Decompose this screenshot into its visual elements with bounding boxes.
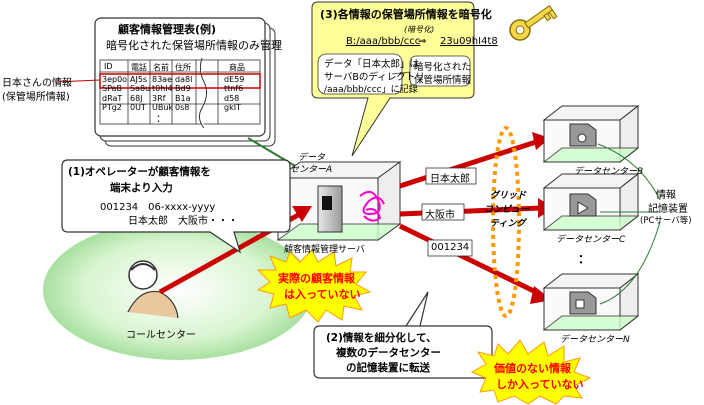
table-ellipsis: ：: [156, 114, 166, 125]
operator-title-line1: (1)オペレーターが顧客情報を: [68, 166, 211, 178]
table-cell: UBuk: [152, 103, 174, 112]
operator-title-line2: 端末より入力: [110, 182, 173, 194]
starburst-n-line2: しか入っていない: [496, 378, 584, 391]
data-center-n-label: データセンターN: [560, 335, 630, 345]
data-center-c-box: [542, 172, 640, 232]
hash-scribble-icon: [359, 190, 385, 222]
table-cell: 83ae: [152, 75, 173, 84]
table-subtitle: 暗号化された保管場所情報のみ管理: [106, 39, 282, 52]
key-icon: [509, 5, 558, 41]
table-cell: B1a: [175, 94, 191, 103]
grid-ring: [491, 126, 521, 318]
encrypt-path: B:/aaa/bbb/ccc: [346, 36, 421, 47]
fragment-box-1: [425, 167, 477, 185]
table-cell: 0s8: [175, 103, 190, 112]
data-center-a-label-line1: データ: [298, 153, 326, 163]
starburst-a: [256, 249, 372, 323]
server-label: 顧客情報管理サーバ: [284, 245, 365, 255]
starburst-n: [470, 339, 592, 405]
table-cell: d58: [224, 94, 240, 103]
left-annotation-line2: (保管場所情報): [2, 92, 70, 103]
data-center-dots: ：: [578, 252, 591, 266]
encrypt-box-right-line2: 保管場所情報: [414, 75, 472, 86]
encrypt-box-right: [409, 55, 471, 87]
encrypt-arrow: ⇒: [418, 36, 427, 47]
table-cell: 0UT: [130, 103, 146, 112]
grid-label-line1: グリッド: [490, 191, 527, 201]
table-cell: SPaB: [102, 84, 122, 93]
table-title: 顧客情報管理表(例): [118, 23, 217, 36]
fragment-2: 大阪市: [425, 210, 455, 221]
data-center-b-box: [542, 104, 640, 164]
table-cell: da8l: [175, 75, 193, 84]
data-center-n-box: [542, 272, 640, 332]
storage-leader-lines: [597, 143, 661, 305]
encrypt-note: (暗号化): [404, 25, 435, 34]
operator-data-line2: 日本太郎 大阪市・・・: [128, 216, 238, 227]
encrypt-box-left-line1: データ「日本太郎」は: [324, 59, 420, 70]
transfer-line3: の記憶装置に転送: [346, 362, 430, 374]
table-header-product: 商品: [229, 63, 245, 72]
table-cell: AJ5s: [130, 75, 148, 84]
server-icon: [317, 185, 343, 233]
transfer-line2: 複数のデータセンター: [336, 347, 441, 359]
call-center-halo: [43, 220, 313, 360]
table-cell: Sa8u: [130, 84, 151, 93]
operator-data-line1: 001234 06-xxxx-yyyy: [100, 202, 216, 213]
grid-label-line3: ティング: [490, 219, 526, 229]
data-center-a-label-line2: センターA: [290, 165, 333, 175]
table-header-id: ID: [104, 62, 113, 71]
encrypt-box-left-line2: サーバBのディレクトリ: [324, 72, 425, 83]
table-cell: ttnf6: [224, 84, 244, 93]
table-row-highlight: [99, 73, 261, 89]
fragment-1: 日本太郎: [430, 174, 470, 185]
operator-callout-shape: [61, 159, 291, 254]
data-center-c-label: データセンターC: [556, 235, 626, 245]
fragment-box-3: [427, 239, 473, 257]
table-header-phone: 電話: [131, 63, 147, 72]
table-cell: 68J: [130, 94, 143, 103]
fragment-3: 001234: [431, 242, 470, 253]
arrow-to-dc-n: [398, 223, 542, 297]
transfer-line1: (2)情報を細分化して、: [326, 332, 437, 344]
table-cell: PTg2: [102, 103, 122, 112]
table-grid: [99, 59, 261, 125]
table-break-wave: [198, 57, 208, 129]
starburst-n-line1: 価値のない情報: [494, 362, 571, 375]
table-callout-frame: [94, 17, 266, 137]
grid-label-line2: コンピュー: [484, 205, 530, 215]
encrypt-cipher: 23u09hI4t8: [440, 36, 498, 47]
storage-label-line1: 情報: [656, 190, 676, 201]
table-cell: t0hI4: [152, 84, 173, 93]
storage-label-line2: 記憶装置: [648, 204, 688, 215]
table-cell: Bd9: [175, 84, 191, 93]
fragment-box-2: [421, 203, 465, 221]
encrypt-title: (3)各情報の保管場所情報を暗号化: [320, 8, 492, 21]
table-cell: 3ep0o: [102, 75, 128, 84]
highlight-leader-line: [54, 79, 101, 83]
table-cell: dE59: [224, 75, 245, 84]
left-annotation-line1: 日本さんの情報: [2, 78, 72, 89]
table-cell: dRaT: [102, 94, 123, 103]
storage-label-line3: (PCサーバ等): [640, 216, 692, 226]
starburst-a-line1: 実際の顧客情報: [278, 272, 355, 285]
data-center-b-label: データセンターB: [574, 167, 644, 177]
call-center-label: コールセンター: [126, 330, 196, 341]
encrypt-box-left-line3: /aaa/bbb/ccc」に記録: [324, 85, 418, 95]
operator-figure-icon: [127, 260, 179, 319]
table-cell: 3Rf: [152, 94, 166, 103]
table-header-address: 住所: [175, 63, 191, 72]
table-cell: gkIT: [224, 103, 241, 112]
encrypt-box-right-line1: 暗号化された: [414, 62, 472, 73]
encrypt-box-left: [317, 53, 403, 95]
table-header-name: 名前: [153, 63, 169, 72]
starburst-a-line2: は入っていない: [284, 288, 361, 301]
